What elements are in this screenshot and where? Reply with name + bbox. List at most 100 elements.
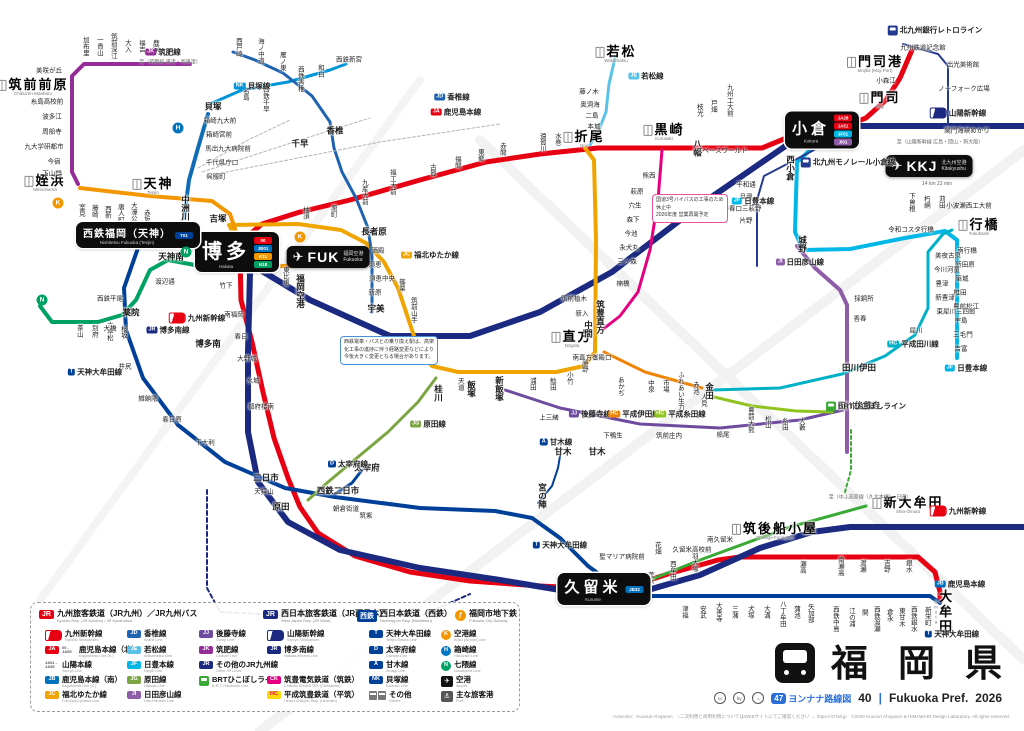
transfer-door-icon [595,46,605,58]
line-brt-hikoboshi [844,429,852,493]
legend-line-badge: T [369,630,383,638]
station-label: 市場 [661,379,669,393]
line-hc-tagawa [710,228,954,392]
line-badge: K [52,197,64,209]
line-badge: NK [233,82,246,90]
prefecture-name-en: Fukuoka Pref. [888,691,969,705]
legend-line-name-en: Kagoshima Line (S.) [62,683,97,688]
station-label: 篠栗 [397,278,405,292]
station-label: 吉塚 [209,213,227,224]
station-romaji: Orio [579,142,589,148]
exit-note: 至（ゆふ高原線〔久大本線〕・日田） [828,494,912,501]
station-romaji: Chikuzen-Maebaru [13,90,53,96]
legend-line-badge: HC [267,691,281,699]
legend-line-name-en: Nanakuma Line [454,668,481,673]
station-label: 築城 [955,275,969,283]
prefecture-title: 福岡県 [831,642,1024,684]
line-hakozaki [182,112,210,220]
legend-group-header: 西鉄西日本鉄道（西鉄）Nishinippon Rwy. (Nishitetsu) [357,610,452,623]
station-label: 豊前松江 [953,303,979,311]
line-label: 山陽新幹線 [929,107,986,119]
note-line: 休止中 [656,204,672,211]
line-label-text: 太宰府線 [337,459,368,469]
note-line: 化工事の進捗に伴う経路変更などにより [344,346,434,353]
line-badge: JF [944,364,956,372]
station-label: 令和コスタ行橋 [888,226,934,234]
station-label: 柚須 [301,206,309,220]
airport-name-en: Fukuoka [343,257,363,263]
station-label: 田川伊田 [841,362,877,373]
line-label-text: 北九州モノレール小倉線 [812,157,896,167]
station-label: 下鴨生 [603,432,623,440]
legend-line-badge: K [441,630,451,640]
station-label: 六本松 [105,321,113,341]
legend-shinkansen-icon [45,630,62,641]
legend-line-name: 平成筑豊鉄道（平筑）Heisei Chikuho Rwy. (Heichiku) [284,690,359,703]
station-label: 遠賀川 [538,132,546,152]
legend-group-name-en: West Japan Rwy. (JR West) [280,618,331,623]
station-romaji: Tenjin [147,189,159,195]
transfer-door-icon [551,331,561,343]
legend-line-name-en: Kyūshū Shinkansen [65,637,99,642]
station-label: 八丁牟田 [778,601,786,627]
station-label: 大善寺 [714,602,722,622]
line-number-chip: JB32 [625,585,644,593]
station-label: 藤崎 [90,204,98,218]
line-badge: HC [887,340,900,348]
station-label: 金田 [704,382,715,400]
station-label: 大橋 [103,325,117,333]
station-label: 古賀 [428,163,436,177]
line-nanakuma [38,258,240,324]
station-label: 千早 [291,138,309,149]
line-badge: T [924,630,933,638]
line-badge: D [328,460,336,468]
legend-line-badge: CK [267,676,281,684]
station-label: 水巻 [553,132,561,146]
title-block: 福岡県 cc by = 47 ヨンナナ路線図 40 | Fukuoka Pref… [714,643,1002,705]
station-label: 椎田 [953,289,967,297]
station-label: 筑前庄内 [656,432,682,440]
line-label-text: BRTひこぼしライン [838,401,906,411]
line-number-chip: K11 [254,252,272,260]
station-label: 小波瀬西工大前 [946,202,992,210]
line-monorail [756,149,815,267]
shinkansen-icon [929,107,947,119]
legend-group-name-en: Kyushu Rwy. (JR Kyushu) / JR Kyushubus [56,618,133,623]
legend-line-badge: JC [45,691,59,699]
monorail-icon [800,157,811,167]
legend-number-range: 00 - JA55 [62,645,72,655]
legend-line-name: 鹿児島本線（北）Kagoshima Line (N.) [79,645,139,658]
station-label: 蒲池 [792,605,800,619]
line-number-chip: 00 [254,236,272,244]
station-label: 名島 [241,87,249,101]
line-label-text: 九州新幹線 [187,313,226,323]
terminal-name: 西鉄福岡（天神） [83,229,171,240]
line-number-chip: JA28 [834,114,853,122]
station-label: 香春 [853,315,867,323]
legend-line-badge: JB [45,676,59,684]
station-label: 三潴 [730,605,738,619]
line-label-text: 日豊本線 [957,363,988,373]
legend-line-name-en: Chikuhi Line [216,653,237,658]
